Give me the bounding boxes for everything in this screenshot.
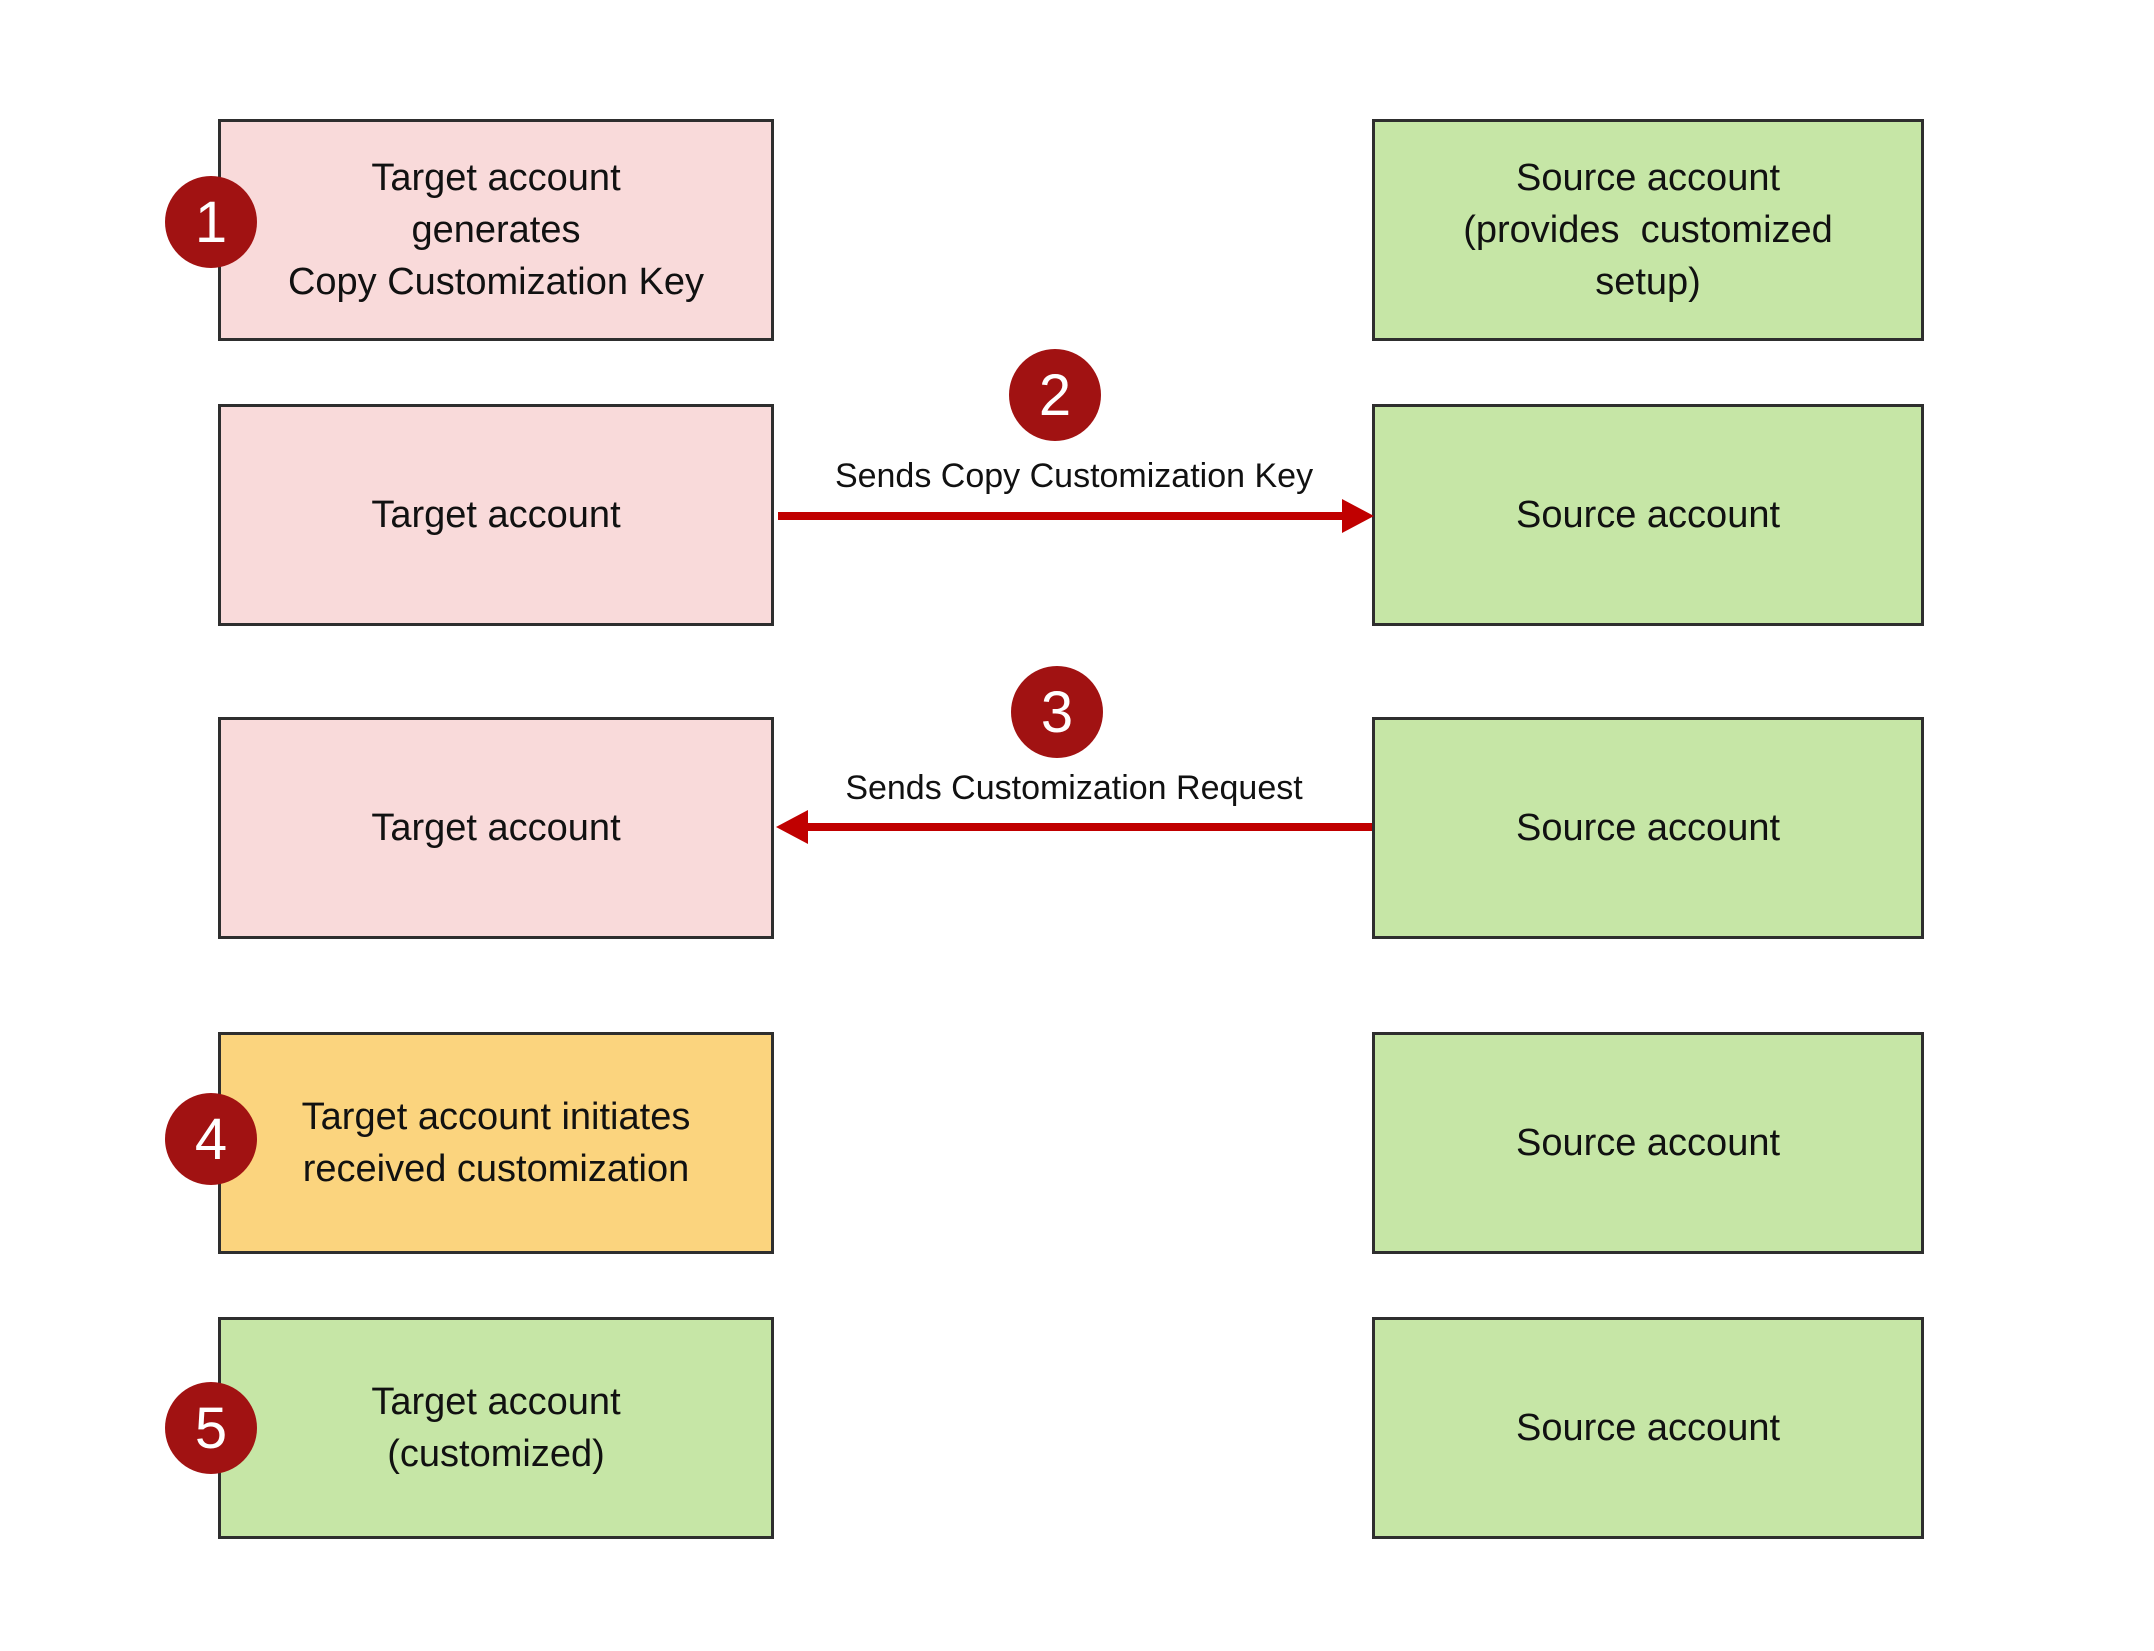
arrow-left-head-icon	[776, 810, 808, 844]
arrow-left-line	[804, 823, 1372, 831]
box-text-line: setup)	[1595, 261, 1701, 303]
box-source-account-row5: Source account	[1372, 1317, 1924, 1539]
step-2-badge: 2	[1009, 349, 1101, 441]
box-text-line: Source account	[1515, 1407, 1781, 1449]
box-text-line: Source account	[1515, 1122, 1781, 1164]
step-3-badge: 3	[1011, 666, 1103, 758]
box-text-line: Source account	[1515, 807, 1781, 849]
arrow-right-line	[778, 512, 1348, 520]
step-3-number: 3	[1040, 679, 1074, 745]
step-1-number: 1	[194, 189, 228, 255]
box-target-initiates-customization: Target account initiates received custom…	[218, 1032, 774, 1254]
box-target-account-row3: Target account	[218, 717, 774, 939]
arrow-right-head-icon	[1342, 499, 1374, 533]
box-source-provides-setup: Source account (provides customized setu…	[1372, 119, 1924, 341]
box-text-line: Source account	[1515, 494, 1781, 536]
box-text-line: Target account	[371, 157, 621, 199]
box-text-line: (customized)	[387, 1433, 605, 1475]
step-4-number: 4	[194, 1106, 228, 1172]
arrow-label-sends-customization-request: Sends Customization Request	[845, 769, 1303, 807]
step-5-badge: 5	[165, 1382, 257, 1474]
box-target-generates-key: Target account generates Copy Customizat…	[218, 119, 774, 341]
box-text-line: Target account	[371, 807, 621, 849]
box-source-account-row3: Source account	[1372, 717, 1924, 939]
box-source-account-row2: Source account	[1372, 404, 1924, 626]
box-text-line: Target account	[371, 494, 621, 536]
step-2-number: 2	[1038, 362, 1072, 428]
step-5-number: 5	[194, 1395, 228, 1461]
box-target-customized: Target account (customized)	[218, 1317, 774, 1539]
box-text-line: Target account	[371, 1381, 621, 1423]
arrow-label-sends-copy-key: Sends Copy Customization Key	[834, 457, 1314, 495]
box-target-account-row2: Target account	[218, 404, 774, 626]
box-text-line: Copy Customization Key	[287, 261, 705, 303]
step-4-badge: 4	[165, 1093, 257, 1185]
box-text-line: generates	[411, 209, 581, 251]
box-text-line: (provides customized	[1463, 209, 1833, 251]
box-text-line: Source account	[1515, 157, 1781, 199]
box-source-account-row4: Source account	[1372, 1032, 1924, 1254]
step-1-badge: 1	[165, 176, 257, 268]
box-text-line: Target account initiates	[301, 1096, 691, 1138]
box-text-line: received customization	[302, 1148, 690, 1190]
